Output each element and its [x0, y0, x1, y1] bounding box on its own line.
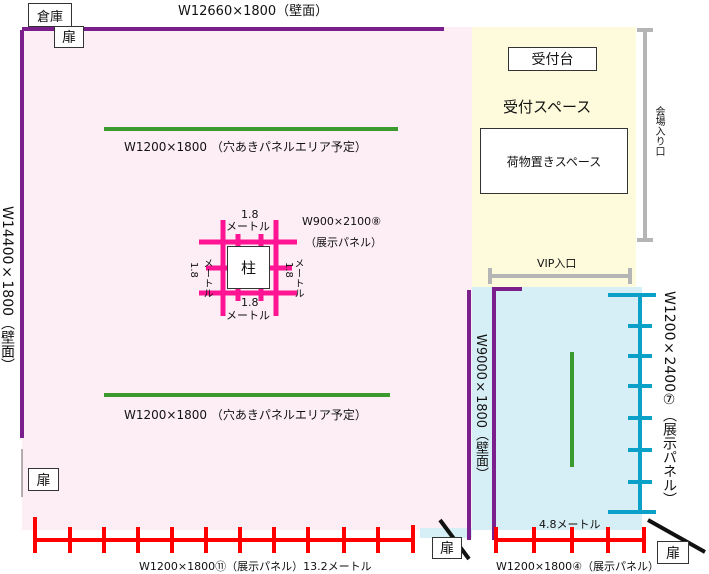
pillar-dim-left-unit: メートル [201, 258, 212, 298]
blue-width-label: 4.8メートル [539, 518, 601, 531]
door-left: 扉 [28, 468, 59, 491]
bottom-right-display-panels [494, 527, 646, 553]
vip-entrance-label: VIP入口 [537, 257, 577, 270]
bottom-left-panels-label: W1200×1800⑪（展示パネル）13.2メートル [139, 560, 372, 573]
green-panel-bottom-label: W1200×1800 （穴あきパネルエリア予定） [124, 408, 367, 422]
right-door-diagonal [647, 518, 706, 554]
pillar-dim-bottom-unit: メートル [226, 309, 270, 322]
pillar-dim-left: 1.8 [188, 262, 199, 278]
bottom-right-panels-label: W1200×1800④（展示パネル） [496, 560, 659, 573]
pillar-dim-top-unit: メートル [226, 220, 270, 233]
right-display-panels [608, 293, 656, 514]
luggage-space: 荷物置きスペース [480, 128, 628, 194]
pillar-dim-bottom: 1.8 [241, 296, 259, 309]
middle-wall-label: W9000×1800（壁面） [473, 334, 488, 481]
door-bottom: 扉 [432, 537, 462, 559]
top-wall-label: W12660×1800（壁面） [178, 4, 329, 19]
pillar-box: 柱 [227, 246, 270, 289]
door-top-left: 扉 [54, 26, 84, 48]
reception-space-label: 受付スペース [503, 98, 592, 116]
left-wall-label: W14400×1800（壁面） [0, 206, 15, 373]
venue-entrance-marker [637, 28, 653, 242]
pillar-panel-sub-label: （展示パネル） [305, 236, 382, 249]
pillar-dim-right-unit: メートル [292, 258, 303, 298]
reception-desk: 受付台 [508, 47, 597, 71]
blue-zone-wall-line [492, 287, 522, 540]
vip-zone [472, 287, 642, 530]
door-bottom-right: 扉 [657, 541, 689, 564]
right-panels-label: W1200×2400⑦（展示パネル） [661, 291, 677, 507]
storage-label: 倉庫 [28, 3, 72, 27]
pillar-panels [199, 220, 297, 316]
pillar-panel-label: W900×2100⑧ [302, 215, 381, 228]
venue-entrance-label: 会場入り口 [653, 106, 664, 156]
pillar-dim-right: 1.8 [283, 262, 294, 278]
vip-entrance-marker [488, 268, 632, 284]
bottom-left-display-panels [33, 517, 415, 553]
green-panel-top-label: W1200×1800 （穴あきパネルエリア予定） [124, 140, 367, 154]
pillar-dim-top: 1.8 [241, 208, 259, 221]
vip-zone-lower-strip [420, 528, 472, 538]
